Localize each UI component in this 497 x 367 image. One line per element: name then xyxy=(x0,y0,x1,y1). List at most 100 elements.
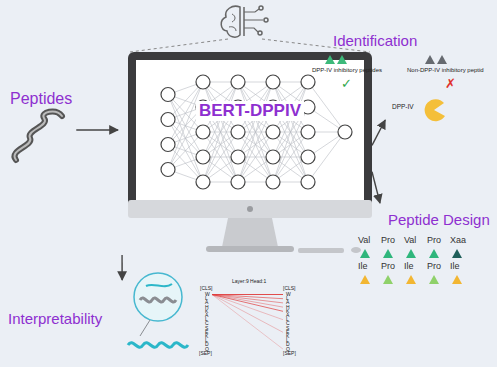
enzyme-label: DPP-IV xyxy=(392,104,414,111)
peptide-triangle xyxy=(325,55,335,64)
model-monitor: BERT-DPPIV xyxy=(118,52,372,255)
attention-line xyxy=(212,295,283,308)
residue-triangle xyxy=(429,275,439,284)
network-link xyxy=(168,132,203,170)
dashed-guide xyxy=(130,39,228,52)
keyboard xyxy=(298,248,344,253)
mouse xyxy=(351,247,361,253)
node-title: Peptide Design xyxy=(388,211,490,228)
zoom-leader xyxy=(140,320,150,336)
network-neuron xyxy=(301,150,315,164)
protein-zoom xyxy=(134,273,182,321)
network-neuron xyxy=(338,125,352,139)
attention-line xyxy=(212,295,283,320)
network-neuron xyxy=(231,125,245,139)
network-neuron xyxy=(231,75,245,89)
circuit-line xyxy=(244,9,263,32)
monitor-frame xyxy=(128,52,372,218)
flow-arrow xyxy=(76,129,118,130)
peptide-ribbon-highlight xyxy=(14,112,62,160)
residue-triangle xyxy=(429,249,439,258)
peptide-triangle xyxy=(425,55,435,64)
network-neuron xyxy=(161,113,175,127)
attention-caption: Layer:9 Head:1 xyxy=(232,279,266,284)
brain-fold xyxy=(229,14,236,31)
class-label: DPP-IV inhibitory peptides xyxy=(312,67,382,73)
network-neuron xyxy=(301,125,315,139)
input-group: Peptides xyxy=(8,88,76,165)
network-neuron xyxy=(196,125,210,139)
residue-label: Pro xyxy=(427,236,441,245)
residue-triangle xyxy=(406,249,416,258)
neural-network xyxy=(161,75,352,189)
circuit-line xyxy=(243,7,245,36)
network-neuron xyxy=(231,150,245,164)
protein-strand xyxy=(146,284,172,286)
network-neuron xyxy=(161,163,175,177)
residue-label: Ile xyxy=(358,262,368,271)
residue-label: Val xyxy=(358,236,370,245)
node-title: Interpretability xyxy=(8,310,102,327)
monitor-base xyxy=(206,246,294,252)
attention-line xyxy=(212,295,283,350)
network-link xyxy=(168,145,203,183)
dpp-iv-enzyme xyxy=(425,99,445,121)
brain-outline xyxy=(221,6,240,37)
network-neuron xyxy=(196,150,210,164)
network-neuron xyxy=(301,75,315,89)
monitor-chin xyxy=(128,200,372,218)
residue-label: Ile xyxy=(450,262,460,271)
residue-triangle xyxy=(406,275,416,284)
attention-lines xyxy=(212,295,283,350)
flow-arrow xyxy=(121,255,122,280)
residue-triangle xyxy=(360,249,370,258)
network-neuron xyxy=(196,175,210,189)
flow-arrow xyxy=(372,120,385,145)
logo-mark xyxy=(247,206,253,212)
cross-mark: ✗ xyxy=(445,77,456,90)
network-neuron xyxy=(231,175,245,189)
token-label: [SEP] xyxy=(283,351,296,356)
network-neuron xyxy=(266,125,280,139)
token-label: [CLS] xyxy=(283,286,296,291)
node-title: Peptides xyxy=(10,90,72,108)
monitor-stand xyxy=(222,218,278,247)
residue-triangle xyxy=(383,275,393,284)
network-neuron xyxy=(266,175,280,189)
residue-label: Pro xyxy=(381,236,395,245)
network-neuron xyxy=(196,75,210,89)
residue-label: Pro xyxy=(427,262,441,271)
residue-triangle xyxy=(452,275,462,284)
network-neuron xyxy=(266,75,280,89)
output-group: Interpretability xyxy=(6,280,300,367)
circuit-dot xyxy=(259,6,263,10)
peptide-triangle xyxy=(337,55,347,64)
check-mark: ✓ xyxy=(341,77,352,90)
attention-line xyxy=(212,295,283,333)
residue-label: Val xyxy=(404,236,416,245)
residue-triangle xyxy=(452,249,462,258)
node-title: BERT-DPPIV xyxy=(196,101,304,121)
token-label: [SEP] xyxy=(199,351,212,356)
monitor-screen xyxy=(136,60,364,200)
network-neuron xyxy=(161,138,175,152)
circuit-dot xyxy=(264,18,268,22)
peptide-triangle xyxy=(437,55,447,64)
token-label: [CLS] xyxy=(200,286,213,291)
residue-triangle xyxy=(360,275,370,284)
residue-label: Pro xyxy=(381,262,395,271)
class-label: Non-DPP-IV inhibitory peptid xyxy=(407,67,484,73)
protein-helix xyxy=(128,343,188,348)
circuit-dot xyxy=(258,31,262,35)
brain-icon xyxy=(221,6,268,37)
residue-triangle xyxy=(383,249,393,258)
flow-arrow xyxy=(372,172,380,203)
residue-label: Xaa xyxy=(450,236,466,245)
network-neuron xyxy=(301,175,315,189)
residue-label: Ile xyxy=(404,262,414,271)
protein-helix xyxy=(140,298,176,302)
residue-triangles xyxy=(360,249,462,284)
network-neuron xyxy=(161,88,175,102)
peptide-ribbon xyxy=(14,112,62,160)
output-group: Peptide Design xyxy=(355,203,494,292)
